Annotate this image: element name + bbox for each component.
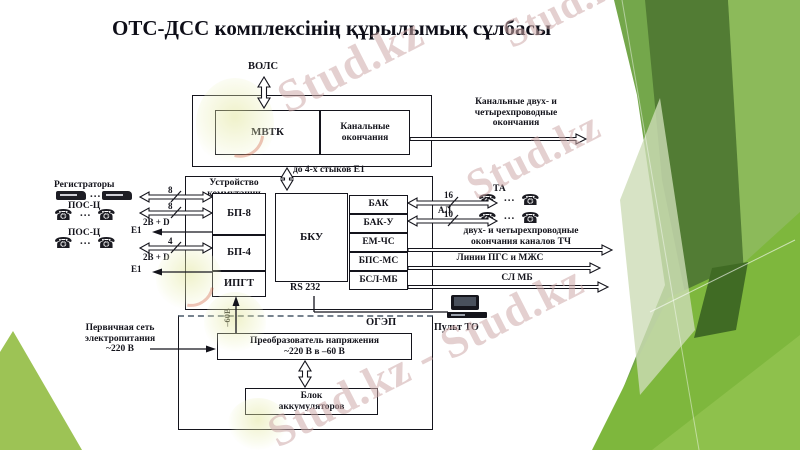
- link-e1a-label: Е1: [131, 225, 142, 235]
- recorder-icon: [102, 191, 132, 200]
- ellipsis: ...: [90, 188, 102, 200]
- tch-endings-label: двух- и четырехпроводные окончания канал…: [463, 226, 579, 247]
- slide-title: ОТС-ДСС комплексінің құрылымық сұлбасы: [112, 16, 552, 40]
- ellipsis: ...: [504, 210, 516, 222]
- link-8a-label: 8: [168, 185, 173, 195]
- bak-u-box: БАК-У: [349, 214, 408, 233]
- vols-label: ВОЛС: [248, 61, 279, 72]
- recorder-icon: [56, 191, 86, 200]
- pult-to-label: Пульт ТО: [434, 322, 479, 333]
- link-16-label: 16: [444, 190, 453, 200]
- ellipsis: ...: [80, 207, 92, 219]
- logo-watermark: [204, 292, 266, 354]
- bku-box: БКУ: [275, 193, 348, 282]
- ellipsis: ...: [504, 192, 516, 204]
- phone-icon: ☎: [97, 234, 116, 252]
- ogep-label: ОГЭП: [366, 317, 397, 328]
- bp4-box: БП-4: [212, 235, 266, 271]
- phone-icon: ☎: [478, 191, 497, 209]
- link-2bd1-label: 2В + D: [143, 217, 170, 227]
- logo-watermark: [196, 78, 276, 170]
- terminal-monitor-icon: [451, 295, 479, 310]
- e1-stub-label: до 4-х стыков Е1: [293, 165, 365, 175]
- phone-icon: ☎: [54, 206, 73, 224]
- bak-box: БАК: [349, 195, 408, 214]
- bp8-box: БП-8: [212, 193, 266, 235]
- phone-icon: ☎: [521, 209, 540, 227]
- pos-c-label: ПОС-Ц: [68, 228, 101, 238]
- link-10-label: 10: [444, 209, 453, 219]
- link-8b-label: 8: [168, 201, 173, 211]
- ogep-region: [178, 315, 433, 430]
- sl-mb-label: СЛ МБ: [501, 273, 533, 283]
- ellipsis: ...: [80, 235, 92, 247]
- link-e1b-label: Е1: [131, 264, 142, 274]
- rs232-label: RS 232: [290, 282, 321, 293]
- mvtk-outer-box: [192, 95, 432, 167]
- pgs-mzhs-label: Линии ПГС и МЖС: [456, 253, 544, 263]
- logo-watermark: [156, 246, 223, 316]
- channel-right-label: Канальные двух- и четырехпроводные оконч…: [474, 97, 558, 129]
- phone-icon: ☎: [54, 234, 73, 252]
- logo-watermark: [228, 398, 288, 450]
- em-chs-box: ЕМ-ЧС: [349, 233, 408, 252]
- al-label: АЛ: [438, 205, 452, 215]
- phone-icon: ☎: [521, 191, 540, 209]
- primary-net-label: Первичная сеть электропитания ~220 В: [84, 323, 156, 355]
- phone-icon: ☎: [97, 206, 116, 224]
- pos-c-label: ПОС-Ц: [68, 201, 101, 211]
- terminal-keyboard-icon: [447, 312, 487, 318]
- phone-icon: ☎: [478, 209, 497, 227]
- link-4-label: 4: [168, 236, 173, 246]
- bps-ms-box: БПС-МС: [349, 252, 408, 271]
- bsl-mb-box: БСЛ-МБ: [349, 271, 408, 290]
- ta-label: ТА: [493, 184, 506, 194]
- channel-endings-box: Канальные окончания: [320, 110, 410, 155]
- registrators-label: Регистраторы: [54, 180, 115, 190]
